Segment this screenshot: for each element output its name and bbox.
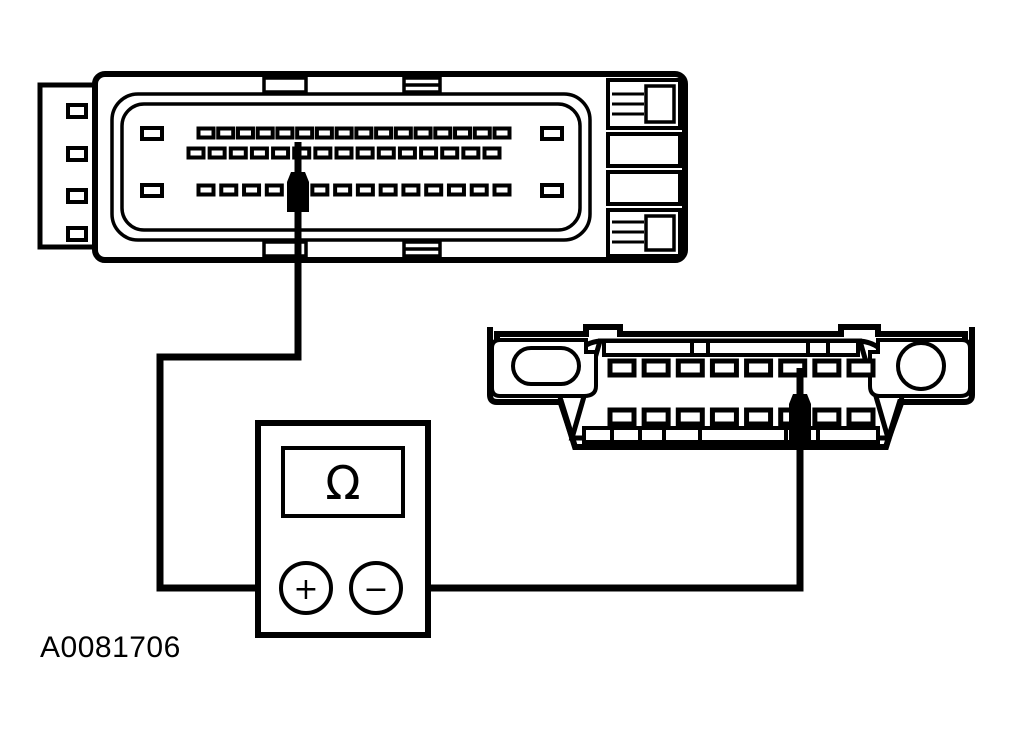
pcm-connector-shell-outer [110, 92, 592, 242]
pin-cavity [333, 183, 353, 197]
pin-cavity [709, 358, 739, 378]
pin-cavity [249, 146, 269, 160]
pcm-connector-keyway-notches [262, 76, 442, 258]
pin-cavity [607, 407, 637, 427]
pin-cavity [264, 183, 284, 197]
pin-cavity [310, 183, 330, 197]
dlc-bottom-rail [582, 426, 880, 444]
ohmmeter-negative-terminal[interactable] [349, 561, 403, 615]
dlc-pin-field [607, 358, 876, 427]
pin-cavity [186, 146, 206, 160]
pin-cavity [641, 358, 671, 378]
pcm-connector-housing [92, 71, 688, 263]
pin-cavity [235, 126, 255, 140]
pin-cavity [376, 146, 396, 160]
figure-id-label: A0081706 [40, 631, 181, 664]
pin-cavity [453, 126, 473, 140]
pin-cavity [744, 358, 774, 378]
pin-cavity [472, 126, 492, 140]
pin-cavity [812, 358, 842, 378]
pcm-connector-shell-inner [120, 102, 582, 232]
pin-cavity [461, 146, 481, 160]
pin-cavity [393, 126, 413, 140]
pin-cavity [196, 183, 216, 197]
data-link-connector [487, 324, 975, 450]
ohmmeter: Ω + − [255, 420, 431, 638]
pin-cavity [242, 183, 262, 197]
pin-cavity [374, 126, 394, 140]
pin-cavity [355, 183, 375, 197]
pin-cavity [482, 146, 502, 160]
pin-cavity [401, 183, 421, 197]
pin-cavity [219, 183, 239, 197]
pin-cavity [313, 146, 333, 160]
probe-positive [287, 142, 309, 262]
pcm-connector-corner-pins [140, 126, 564, 198]
dlc-left-ear-slot [511, 346, 581, 386]
dlc-right-ear [868, 338, 972, 398]
pin-cavity [492, 183, 512, 197]
dlc-top-rail [602, 339, 860, 357]
pin-cavity [846, 358, 876, 378]
pin-cavity [812, 407, 842, 427]
pin-cavity [292, 146, 312, 160]
pin-cavity [709, 407, 739, 427]
pin-cavity [354, 126, 374, 140]
pin-cavity [275, 126, 295, 140]
pin-cavity [492, 126, 512, 140]
pin-cavity [607, 358, 637, 378]
pin-cavity [334, 126, 354, 140]
pin-cavity [196, 126, 216, 140]
pin-cavity [424, 183, 444, 197]
pin-cavity [744, 407, 774, 427]
dlc-left-ear [490, 338, 598, 398]
pin-cavity [378, 183, 398, 197]
wire-negative [397, 436, 804, 592]
pin-cavity [641, 407, 671, 427]
pin-cavity [675, 407, 705, 427]
pin-cavity [846, 407, 876, 427]
pin-cavity [334, 146, 354, 160]
pcm-connector-flange [37, 82, 101, 250]
pin-cavity [295, 126, 315, 140]
pcm-connector-latch-block [606, 78, 682, 258]
ohmmeter-display [281, 446, 405, 518]
pin-cavity [469, 183, 489, 197]
pin-cavity [440, 146, 460, 160]
ohmmeter-positive-terminal[interactable] [279, 561, 333, 615]
pcm-connector [37, 71, 688, 263]
pcm-connector-pin-field [186, 126, 512, 197]
pin-cavity [355, 146, 375, 160]
pin-cavity [216, 126, 236, 140]
pin-cavity [207, 146, 227, 160]
dlc-right-ear-hole [896, 341, 946, 391]
pin-cavity [271, 146, 291, 160]
pin-cavity [413, 126, 433, 140]
pin-cavity [397, 146, 417, 160]
ohmmeter-display-symbol: Ω [325, 456, 360, 510]
pin-cavity [446, 183, 466, 197]
ohmmeter-positive-label: + [293, 572, 318, 607]
pin-cavity [228, 146, 248, 160]
probe-negative [789, 368, 811, 445]
pin-cavity [433, 126, 453, 140]
pin-cavity [314, 126, 334, 140]
wire-positive [156, 254, 302, 592]
ohmmeter-negative-label: − [363, 572, 388, 607]
pin-cavity [675, 358, 705, 378]
pin-cavity [255, 126, 275, 140]
pin-cavity [419, 146, 439, 160]
